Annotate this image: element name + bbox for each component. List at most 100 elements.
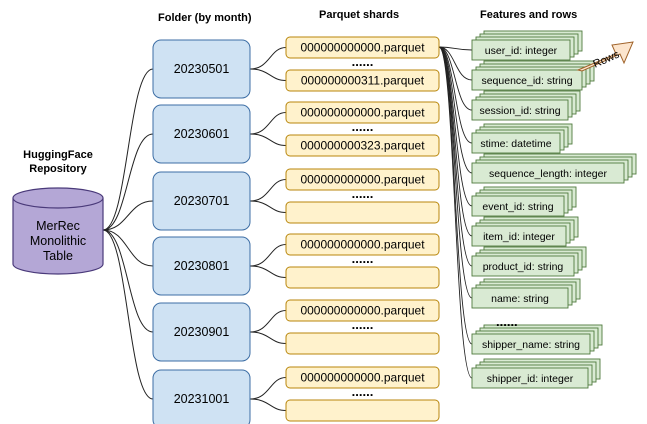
shard-first-label: 000000000000.parquet	[300, 371, 425, 385]
shard-first-box	[285, 366, 440, 389]
header-features: Features and rows	[480, 9, 577, 21]
shard-first-box	[285, 299, 440, 322]
shard-last-box	[285, 266, 440, 289]
shard-last-label: 000000000323.parquet	[300, 139, 425, 153]
feature-card	[471, 255, 575, 277]
connector-shard-to-feature	[438, 46, 473, 299]
month-folder-box	[152, 369, 251, 424]
shard-first-box	[285, 101, 440, 124]
shard-first-label: 000000000000.parquet	[300, 304, 425, 318]
month-folder-box	[152, 104, 251, 164]
connector-month-to-shard	[249, 377, 287, 400]
shard-first-box	[285, 233, 440, 256]
shards-ellipsis: ......	[352, 119, 374, 134]
shard-first-box	[285, 36, 440, 59]
feature-label: shipper_name: string	[482, 339, 580, 351]
shard-first-label: 000000000000.parquet	[300, 106, 425, 120]
shard-first-label: 000000000000.parquet	[300, 173, 425, 187]
connector-month-to-shard	[249, 310, 287, 333]
connector-month-to-shard	[249, 331, 287, 344]
connector-repo-to-month	[102, 68, 154, 231]
shard-last-box	[285, 332, 440, 355]
month-folder-box	[152, 171, 251, 231]
month-folder-box	[152, 236, 251, 296]
shards-ellipsis: ......	[352, 186, 374, 201]
shard-last-label: 000000000311.parquet	[301, 74, 425, 88]
table-label-line2: Monolithic	[30, 234, 86, 248]
feature-card	[471, 333, 591, 355]
shards-ellipsis: ......	[352, 54, 374, 69]
connector-month-to-shard	[249, 244, 287, 267]
month-folder-label: 20230901	[174, 325, 230, 339]
shards-ellipsis: ......	[352, 384, 374, 399]
connector-lines	[102, 46, 473, 411]
feature-card	[471, 132, 561, 154]
feature-card	[471, 195, 565, 217]
feature-card	[471, 39, 571, 61]
connector-repo-to-month	[102, 133, 154, 231]
rows-label: Rows	[591, 48, 621, 70]
shard-last-box	[285, 134, 440, 157]
connector-shard-to-feature	[438, 46, 473, 51]
connector-month-to-shard	[249, 47, 287, 70]
month-folder-label: 20230701	[174, 194, 230, 208]
shard-first-label: 000000000000.parquet	[300, 238, 425, 252]
feature-label: item_id: integer	[483, 231, 555, 243]
feature-label: event_id: string	[482, 201, 553, 213]
shard-last-box	[285, 399, 440, 422]
connector-shard-to-feature	[438, 46, 473, 81]
month-folders: 20230501 20230601 20230701 20230801 20230901…	[152, 39, 251, 424]
repository-label-line1: HuggingFace	[23, 149, 93, 161]
shard-last-box	[285, 69, 440, 92]
header-folder: Folder (by month)	[158, 12, 252, 24]
feature-label: shipper_id: integer	[487, 373, 574, 385]
table-label-line3: Table	[43, 249, 73, 263]
feature-card	[471, 99, 569, 121]
monolithic-table-cylinder: MerRec Monolithic Table	[12, 187, 104, 275]
feature-label: sequence_id: string	[481, 75, 572, 87]
feature-card	[471, 367, 589, 389]
feature-label: product_id: string	[483, 261, 564, 273]
connector-month-to-shard	[249, 112, 287, 135]
feature-card	[471, 225, 567, 247]
feature-label: sequence_length: integer	[489, 168, 607, 180]
connector-month-to-shard	[249, 133, 287, 146]
shard-last-box	[285, 201, 440, 224]
connector-month-to-shard	[249, 265, 287, 278]
feature-label: name: string	[491, 293, 549, 305]
month-folder-label: 20230501	[174, 62, 230, 76]
connector-month-to-shard	[249, 68, 287, 81]
month-folder-box	[152, 302, 251, 362]
rows-arrow: Rows	[576, 41, 634, 72]
connector-repo-to-month	[102, 200, 154, 231]
table-label-line1: MerRec	[36, 219, 80, 233]
feature-label: stime: datetime	[480, 138, 551, 150]
connector-repo-to-month	[102, 229, 154, 400]
features-ellipsis: ......	[496, 314, 518, 329]
month-folder-box	[152, 39, 251, 99]
repository-label-line2: Repository	[29, 163, 87, 175]
connector-month-to-shard	[249, 398, 287, 411]
connector-repo-to-month	[102, 229, 154, 333]
connector-month-to-shard	[249, 200, 287, 213]
connector-shard-to-feature	[438, 46, 473, 174]
connector-shard-to-feature	[438, 46, 473, 379]
feature-label: user_id: integer	[485, 45, 558, 57]
header-shards: Parquet shards	[319, 9, 399, 21]
connector-repo-to-month	[102, 229, 154, 267]
shard-first-label: 000000000000.parquet	[300, 41, 425, 55]
feature-card	[471, 69, 583, 91]
parquet-shards: 000000000000.parquet 000000000311.parquet…	[285, 36, 440, 422]
connector-month-to-shard	[249, 179, 287, 202]
shards-ellipsis: ......	[352, 251, 374, 266]
shards-ellipsis: ......	[352, 317, 374, 332]
shard-first-box	[285, 168, 440, 191]
feature-label: session_id: string	[479, 105, 560, 117]
connector-shard-to-feature	[438, 46, 473, 345]
month-folder-label: 20230801	[174, 259, 230, 273]
month-folder-label: 20230601	[174, 127, 230, 141]
month-folder-label: 20231001	[174, 392, 230, 406]
feature-card	[471, 287, 569, 309]
feature-card	[471, 162, 625, 184]
